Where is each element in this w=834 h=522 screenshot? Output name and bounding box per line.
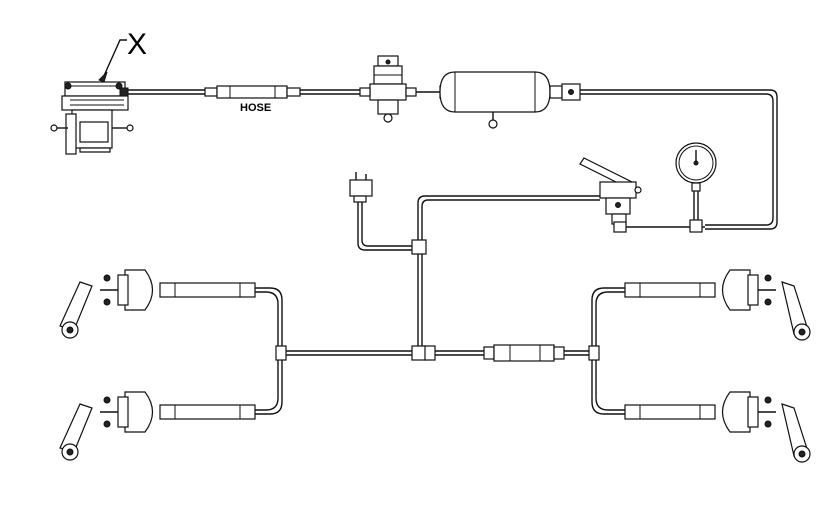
stop-light-switch — [349, 172, 373, 203]
hose-label: HOSE — [240, 102, 271, 114]
brake-chamber-front-right — [624, 269, 811, 341]
brake-chamber-rear-left — [59, 391, 256, 461]
callout-x: X — [98, 28, 147, 83]
flexible-hose: HOSE — [204, 85, 301, 114]
brake-chamber-rear-right — [624, 391, 811, 463]
brake-pedal-valve — [579, 157, 642, 233]
air-reservoir-tank — [439, 71, 581, 129]
callout-label: X — [127, 28, 147, 61]
governor-valve — [359, 55, 417, 123]
air-compressor — [50, 81, 134, 155]
pressure-gauge — [675, 142, 717, 233]
air-lines — [125, 89, 778, 415]
centre-hose — [483, 344, 565, 362]
tee-fittings — [275, 239, 600, 361]
brake-chamber-front-left — [59, 269, 256, 339]
